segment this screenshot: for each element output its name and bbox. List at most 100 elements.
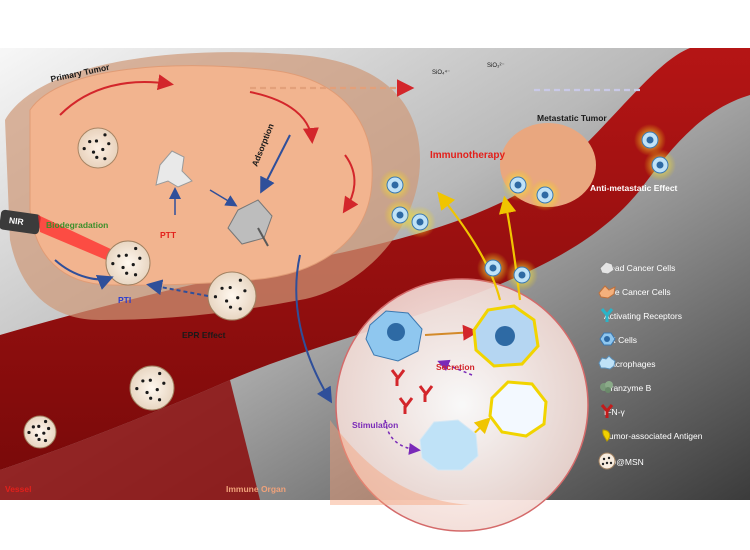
cell-nucleus (514, 181, 522, 189)
stimulation-arrow (384, 419, 421, 455)
immune-organ-label: Immune Organ (226, 484, 286, 494)
macrophage (472, 304, 540, 368)
metastatic-tumor-label: Metastatic Tumor (537, 113, 607, 123)
msn-pore (138, 256, 142, 260)
msn-pore (103, 133, 107, 137)
cell-nucleus (396, 211, 404, 219)
cell-nucleus (489, 264, 497, 272)
msn-pore (31, 425, 35, 429)
vessel-label: Vessel (5, 484, 32, 494)
cell-nucleus (656, 161, 664, 169)
activating-receptor-icon (600, 308, 614, 322)
cell-nucleus (541, 191, 549, 199)
msn-pore (47, 426, 51, 431)
msn-pore (238, 278, 242, 282)
vessel-lower-wall (0, 380, 260, 500)
cd-msn-particle (23, 415, 57, 449)
msn-pore (88, 139, 92, 144)
msn-pore (43, 438, 48, 443)
legend-label: Live Cancer Cells (604, 287, 671, 297)
legend-label: IFN-γ (604, 407, 625, 417)
legend-item: Activating Receptors (596, 306, 682, 326)
ifn-gamma-icon (600, 404, 614, 418)
flow-arrow (209, 189, 238, 207)
cell-nucleus (646, 136, 654, 144)
msn-pore (148, 378, 152, 382)
cell-nucleus (416, 218, 424, 226)
macrophage-icon (598, 355, 616, 370)
msn-pore (117, 254, 121, 258)
legend-label: Activating Receptors (604, 311, 682, 321)
msn-pore (158, 371, 162, 376)
macrophage (488, 380, 548, 438)
msn-pore (157, 398, 162, 402)
msn-pore (37, 437, 41, 442)
legend-label: Dead Cancer Cells (604, 263, 676, 273)
adsorption-arrow (260, 134, 291, 194)
granzyme-b-icon (600, 381, 613, 393)
cell-nucleus (391, 181, 399, 189)
flow-arrow (295, 254, 333, 404)
ifn-gamma-cluster (390, 369, 434, 414)
stimulation-label: Stimulation (352, 420, 399, 430)
msn-pore (213, 295, 218, 299)
msn-pore (95, 155, 99, 159)
epr-effect-label: EPR Effect (182, 330, 226, 340)
msn-pore (42, 431, 46, 435)
nk-cell (365, 310, 423, 362)
legend-label: CD@MSN (604, 457, 644, 467)
msn-pore (34, 433, 39, 437)
secretion-label: Secretion (436, 362, 475, 372)
msn-pore (107, 142, 111, 146)
cd-msn-particle (77, 127, 119, 169)
cell-nucleus (518, 271, 526, 279)
msn-pore (131, 263, 135, 267)
legend-item: CD@MSN (596, 452, 644, 472)
legend-label: Tumor-associated Antigen (604, 431, 703, 441)
msn-pore (238, 307, 242, 311)
flow-arrow (59, 74, 174, 116)
msn-pore (37, 424, 41, 428)
msn-pore (228, 285, 232, 290)
cd-msn-particle (129, 365, 175, 411)
legend-item: Dead Cancer Cells (596, 258, 675, 278)
msn-pores (27, 133, 247, 443)
nir-label: NIR (8, 215, 25, 227)
cd-msn-icon (598, 452, 616, 470)
cd-msn-particle (105, 240, 151, 286)
dead-cancer-cell-icon (599, 261, 615, 275)
legend-item: Live Cancer Cells (596, 282, 671, 302)
msn-pore (134, 246, 138, 251)
macrophage (419, 419, 479, 471)
msn-pore (162, 381, 166, 385)
live-cancer-cell-icon (598, 285, 616, 299)
msn-pore (121, 265, 125, 270)
flow-arrow (342, 154, 359, 214)
msn-pore (220, 286, 224, 290)
sio3-label: SiO₃²⁻ (487, 63, 505, 69)
tumor-antigen-icon (602, 429, 611, 442)
msn-pore (141, 379, 145, 383)
epr-arrow (146, 279, 209, 297)
msn-pore (228, 305, 233, 309)
legend-item: NK Cells (596, 330, 637, 350)
msn-pore (82, 146, 86, 151)
msn-pore (43, 419, 48, 424)
msn-pore (149, 396, 153, 400)
legend-item: Tumor-associated Antigen (596, 426, 702, 446)
dead-cancer-cell (155, 150, 193, 188)
activation-arrow (424, 324, 479, 341)
legend-item: Granzyme B (596, 378, 651, 398)
legend-item: IFN-γ (596, 402, 625, 422)
msn-pore (94, 139, 99, 143)
msn-pore (111, 262, 115, 266)
legend-label: Granzyme B (604, 383, 652, 393)
legend-item: Macrophages (596, 354, 656, 374)
legend-label: Macrophages (604, 359, 656, 369)
immune-organ-tissue (330, 420, 470, 505)
ptt-label: PTT (160, 230, 177, 240)
msn-pore (101, 147, 105, 152)
anti-metastatic-label: Anti-metastatic Effect (590, 183, 678, 193)
